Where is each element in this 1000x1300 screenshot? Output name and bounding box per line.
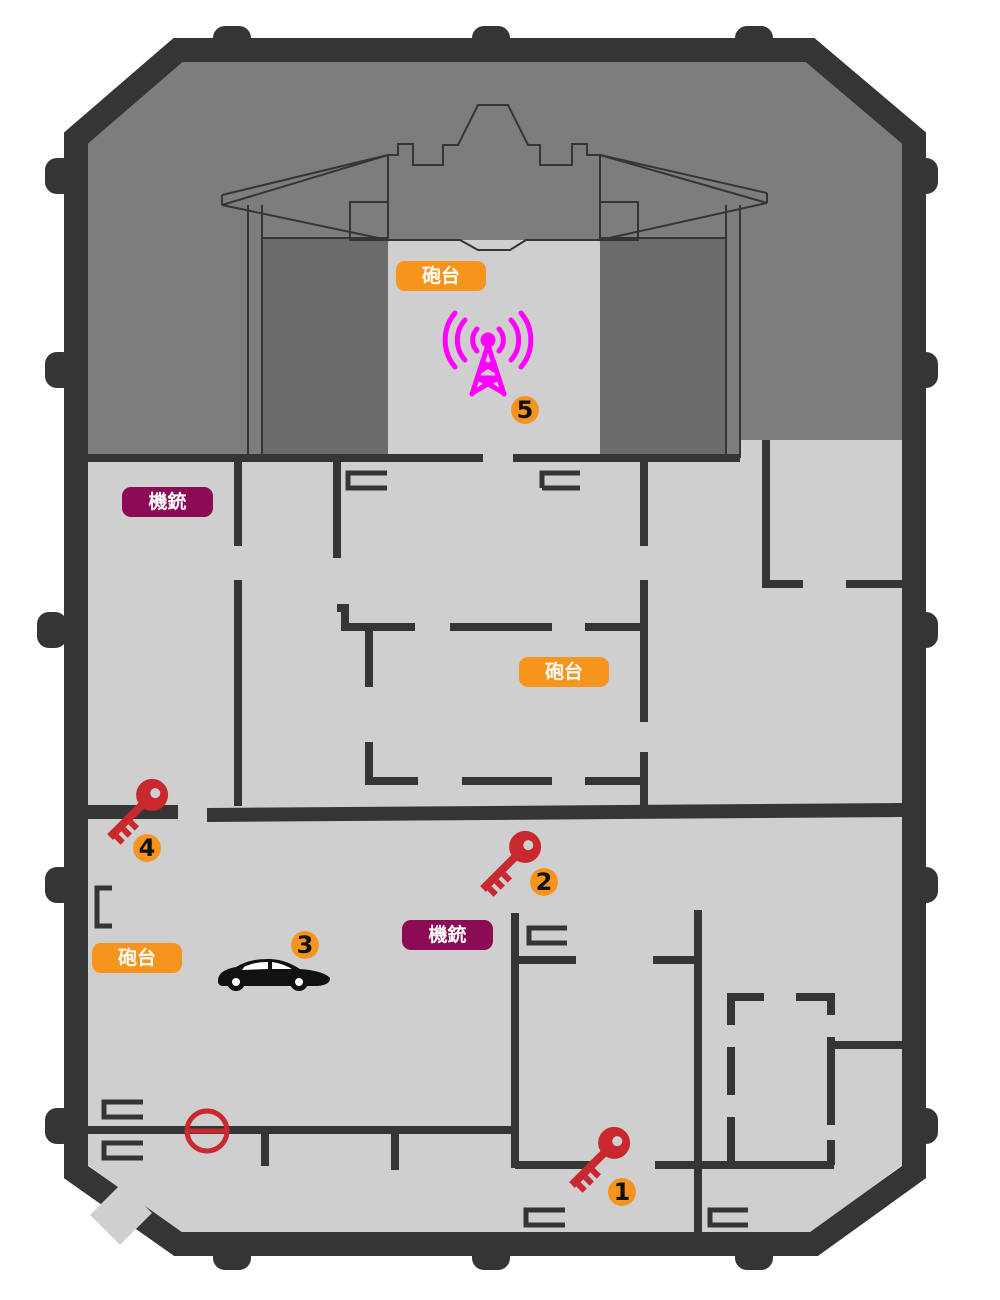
marker-key-4: 4: [133, 834, 161, 862]
marker-key-2: 2: [530, 868, 558, 896]
marker-key-1: 1: [608, 1178, 636, 1206]
gun-label-upper-left: 機銃: [122, 487, 213, 517]
marker-tower-5: 5: [511, 396, 539, 424]
interior-walls: [88, 440, 902, 1232]
gun-slots: [94, 470, 748, 1228]
key-icon: [569, 1126, 631, 1193]
car-icon: [218, 959, 330, 991]
key-icon: [480, 830, 542, 897]
cannon-label-lower-left: 砲台: [92, 943, 182, 973]
radio-tower-icon: [442, 310, 534, 397]
gun-label-lower-center: 機銃: [402, 920, 493, 950]
cannon-label-center: 砲台: [519, 657, 609, 687]
cannon-label-top: 砲台: [396, 261, 486, 291]
key-icon: [107, 778, 169, 845]
building-roof: [221, 104, 768, 458]
entrance: [90, 1183, 152, 1245]
no-entry-icon: [184, 1108, 230, 1154]
main-divider: [88, 803, 903, 822]
marker-car-3: 3: [291, 931, 319, 959]
